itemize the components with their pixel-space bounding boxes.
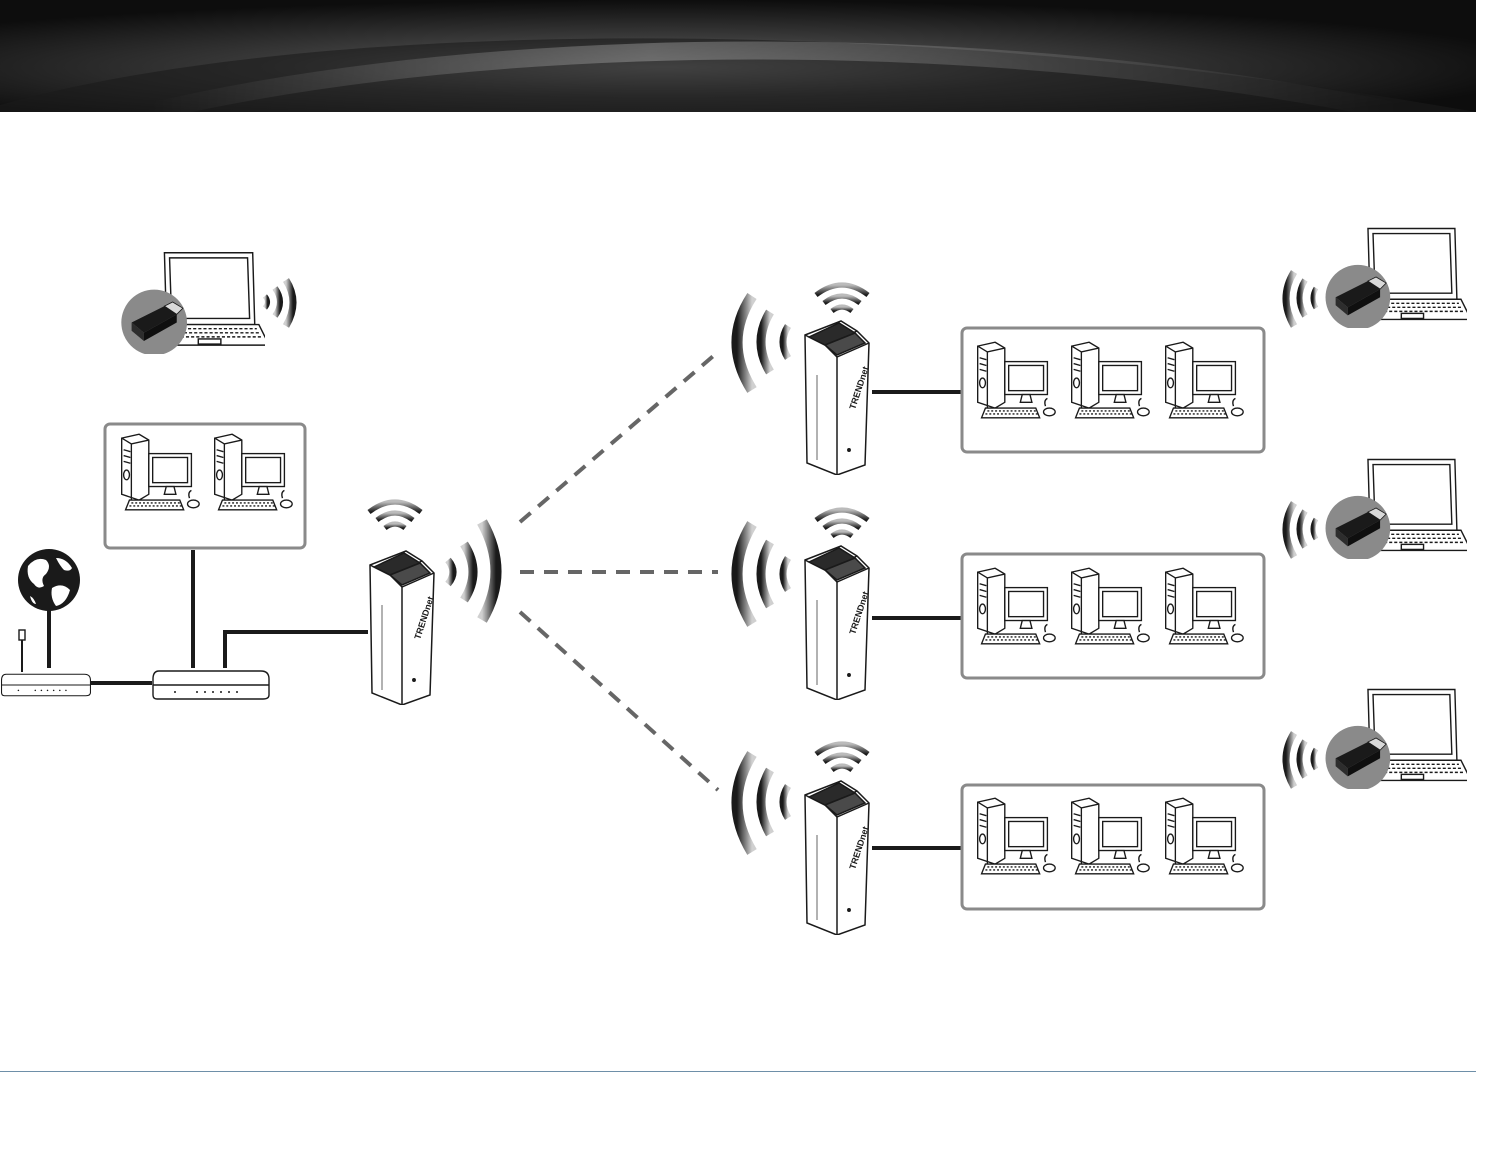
wifi-waves-left-icon	[737, 524, 788, 624]
laptop-right-2	[1286, 459, 1471, 560]
bridge-access-point-1	[737, 285, 871, 475]
wireless-link-bridge1	[520, 352, 718, 522]
wifi-waves-up-icon	[816, 285, 868, 311]
computer-group-2	[962, 554, 1264, 678]
main-access-point	[369, 502, 496, 705]
link-router-main-ap	[225, 632, 368, 668]
wifi-waves-up-icon	[369, 502, 421, 528]
wifi-waves-left-icon	[737, 296, 788, 390]
access-point-icon	[805, 546, 871, 700]
router-icon	[153, 671, 269, 699]
wifi-waves-left-icon	[737, 754, 788, 852]
globe-icon	[18, 549, 80, 611]
laptop-right-1	[1286, 228, 1471, 329]
laptop-usb-adapter-icon	[1326, 689, 1472, 790]
wireless-links	[520, 352, 718, 790]
wifi-waves-left-icon	[1286, 272, 1316, 326]
wireless-link-bridge3	[520, 612, 718, 790]
laptop-usb-adapter-icon	[1326, 228, 1472, 329]
wifi-waves-right-icon	[448, 522, 496, 620]
computer-group-left	[105, 424, 305, 548]
computer-group-1	[962, 328, 1264, 452]
laptop-right-3	[1286, 689, 1471, 790]
wifi-waves-icon	[265, 280, 293, 326]
footer-rule	[0, 1071, 1476, 1072]
wifi-waves-left-icon	[1286, 503, 1316, 557]
laptop-usb-adapter-icon	[1326, 459, 1472, 560]
bridge-access-point-3	[737, 744, 871, 935]
wifi-waves-up-icon	[816, 510, 868, 536]
access-point-icon	[805, 781, 871, 935]
computer-group-3	[962, 785, 1264, 909]
laptop-usb-adapter-icon	[121, 253, 269, 356]
access-point-icon	[805, 321, 871, 475]
wifi-waves-left-icon	[1286, 733, 1316, 787]
laptop-left	[121, 253, 293, 356]
modem-icon	[2, 630, 91, 696]
wifi-waves-up-icon	[816, 744, 868, 770]
access-point-icon	[370, 551, 436, 705]
bridge-access-point-2	[737, 510, 871, 700]
